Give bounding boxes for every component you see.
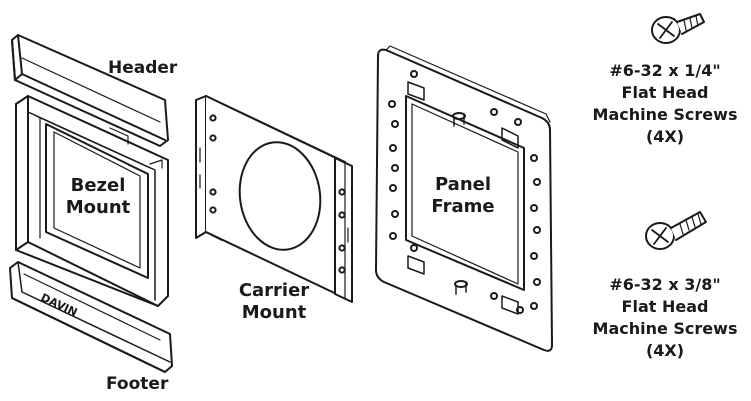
screw-quantity: (4X): [645, 127, 685, 146]
panel-frame-part: [375, 45, 553, 352]
screw-quantity: (4X): [645, 341, 685, 360]
screw-spec-three-eighths-inch: #6-32 x 3/8" Flat Head Machine Screws (4…: [580, 274, 750, 362]
label-carrier-mount: Carrier Mount: [238, 280, 310, 323]
screw-type-line2: Machine Screws: [592, 319, 738, 338]
label-footer: Footer: [106, 374, 169, 394]
footer-part: [9, 261, 173, 373]
screw-type-line1: Flat Head: [621, 83, 709, 102]
screw-icon-quarter-inch: [651, 13, 705, 44]
screw-type-line2: Machine Screws: [592, 105, 738, 124]
label-header: Header: [108, 58, 178, 78]
screw-icon-three-eighths-inch: [645, 211, 707, 250]
label-bezel-mount: Bezel Mount: [65, 175, 131, 218]
label-panel-frame: Panel Frame: [431, 174, 495, 217]
screw-size: #6-32 x 3/8": [609, 275, 721, 294]
screw-type-line1: Flat Head: [621, 297, 709, 316]
screw-spec-quarter-inch: #6-32 x 1/4" Flat Head Machine Screws (4…: [580, 60, 750, 148]
bezel-mount-part: [15, 95, 169, 307]
carrier-mount-part: [195, 95, 353, 303]
screw-size: #6-32 x 1/4": [609, 61, 721, 80]
header-part: [11, 34, 169, 147]
